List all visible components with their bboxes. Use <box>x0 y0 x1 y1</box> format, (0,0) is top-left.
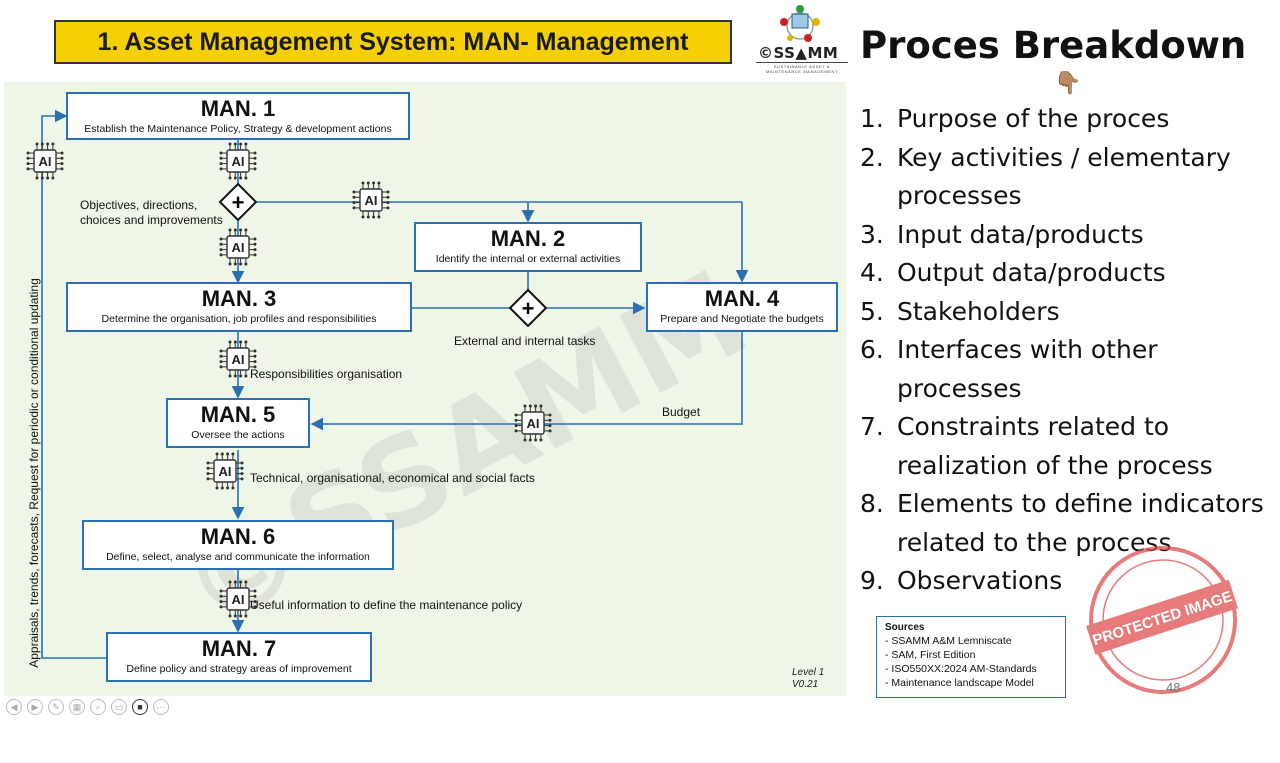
label-feedback-vertical: Appraisals, trends, forecasts, Request f… <box>27 278 41 668</box>
ai-chip-icon: AI <box>219 340 257 378</box>
box-man6: MAN. 6 Define, select, analyse and commu… <box>82 520 394 570</box>
svg-text:AI: AI <box>232 154 245 169</box>
breakdown-item: 9.Observations <box>860 566 1063 595</box>
source-item: - SSAMM A&M Lemniscate <box>885 635 1012 647</box>
pen-icon[interactable]: ✎ <box>48 699 64 715</box>
plus-sign: + <box>522 296 535 321</box>
breakdown-item: 2.Key activities / elementary <box>860 142 1231 172</box>
source-item: - SAM, First Edition <box>885 649 976 661</box>
more-options-icon[interactable]: ⋯ <box>153 699 169 715</box>
label-objectives-cont: choices and improvements <box>80 213 223 227</box>
title-banner: 1. Asset Management System: MAN- Managem… <box>54 20 732 64</box>
breakdown-item-cont: processes <box>897 181 1022 210</box>
decision-diamond-2 <box>508 288 548 328</box>
plus-sign: + <box>232 190 245 215</box>
zoom-icon[interactable]: ⌕ <box>90 699 106 715</box>
box-man4: MAN. 4 Prepare and Negotiate the budgets <box>646 282 838 332</box>
ai-chip-icon: AI <box>206 452 244 490</box>
label-useful-info: Useful information to define the mainten… <box>250 598 523 612</box>
presenter-toolbar: ◀ ▶ ✎ ▦ ⌕ ▭ ■ ⋯ <box>6 699 169 715</box>
logo-text: ©SS▲MM <box>758 44 839 62</box>
ai-chip-icon: AI <box>352 181 390 219</box>
label-technical: Technical, organisational, economical an… <box>250 471 535 485</box>
label-budget: Budget <box>662 405 701 419</box>
previous-slide-icon[interactable]: ◀ <box>6 699 22 715</box>
breakdown-item: 4.Output data/products <box>860 258 1166 287</box>
box-man2: MAN. 2 Identify the internal or external… <box>414 222 642 272</box>
level-note: Level 1 V0.21 <box>792 667 825 690</box>
box-man5: MAN. 5 Oversee the actions <box>166 398 310 448</box>
breakdown-item: 7.Constraints related to <box>860 412 1170 441</box>
source-item: - ISO550XX:2024 AM-Standards <box>885 663 1037 675</box>
camera-icon[interactable]: ■ <box>132 699 148 715</box>
sources-box: Sources - SSAMM A&M Lemniscate - SAM, Fi… <box>876 616 1066 698</box>
pointing-hand-icon: 👇🏽 <box>1054 70 1082 95</box>
label-external-internal: External and internal tasks <box>454 334 596 348</box>
breakdown-title: Proces Breakdown <box>860 24 1247 67</box>
breakdown-item: 8.Elements to define indicators <box>860 489 1264 518</box>
breakdown-item: 6.Interfaces with other <box>860 335 1158 364</box>
box-man1: MAN. 1 Establish the Maintenance Policy,… <box>66 92 410 140</box>
svg-text:AI: AI <box>39 154 52 169</box>
ai-chip-icon: AI <box>514 404 552 442</box>
flow-connectors: + + <box>41 109 749 659</box>
diagram-panel: ©SSAMM <box>4 82 846 696</box>
breakdown-item-cont: related to the process <box>897 527 1172 557</box>
svg-text:AI: AI <box>527 416 540 431</box>
breakdown-item: 5.Stakeholders <box>860 296 1060 326</box>
page-number: 48 <box>1166 680 1181 695</box>
protected-image-stamp: PROTECTED IMAGE <box>1086 546 1239 694</box>
logo-graphic <box>780 5 820 42</box>
connector-feedback-loop <box>41 109 106 659</box>
ssamm-logo: ©SS▲MM SUSTAINABLE ASSET & MAINTENANCE M… <box>748 4 852 76</box>
box-man7: MAN. 7 Define policy and strategy areas … <box>106 632 372 682</box>
breakdown-item: 3.Input data/products <box>860 219 1144 249</box>
breakdown-item: 1.Purpose of the proces <box>860 104 1170 133</box>
svg-text:AI: AI <box>232 592 245 607</box>
box-man3: MAN. 3 Determine the organisation, job p… <box>66 282 412 332</box>
breakdown-item-cont: realization of the process <box>897 450 1213 480</box>
ai-chip-icon: AI <box>219 228 257 266</box>
ai-chip-icon: AI <box>26 142 64 180</box>
svg-text:AI: AI <box>365 193 378 208</box>
ai-chip-icon: AI <box>219 580 257 618</box>
breakdown-item-cont: processes <box>897 373 1022 403</box>
source-item: - Maintenance landscape Model <box>885 677 1034 689</box>
connector-man4-man5 <box>310 332 743 431</box>
sources-title: Sources <box>885 622 925 633</box>
breakdown-list: 1.Purpose of the proces 2.Key activities… <box>860 100 1280 601</box>
page-title: 1. Asset Management System: MAN- Managem… <box>97 27 689 56</box>
label-responsibilities: Responsibilities organisation <box>250 367 403 381</box>
next-slide-icon[interactable]: ▶ <box>27 699 43 715</box>
slides-overview-icon[interactable]: ▦ <box>69 699 85 715</box>
label-objectives: Objectives, directions, <box>80 198 198 212</box>
svg-text:AI: AI <box>219 464 232 479</box>
decision-diamond-1 <box>218 182 258 222</box>
svg-text:AI: AI <box>232 240 245 255</box>
svg-text:AI: AI <box>232 352 245 367</box>
subtitles-icon[interactable]: ▭ <box>111 699 127 715</box>
ai-chip-icon: AI <box>219 142 257 180</box>
logo-subtitle: SUSTAINABLE ASSET & MAINTENANCE MANAGEME… <box>756 62 848 74</box>
